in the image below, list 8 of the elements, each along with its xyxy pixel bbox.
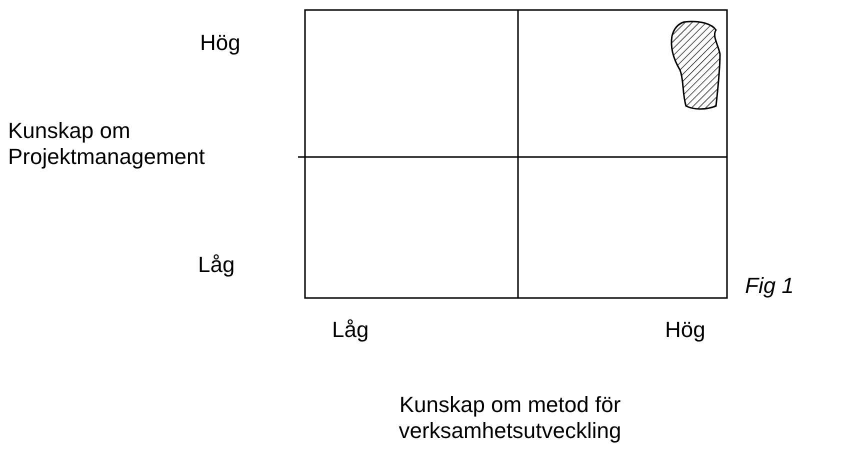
hatched-region xyxy=(670,20,721,110)
axis-value-label: Låg xyxy=(332,317,369,343)
axis-value-label: Låg xyxy=(198,252,235,278)
axis-title: Kunskap om metod för verksamhetsutveckling xyxy=(398,392,622,444)
axis-value-label: Hög xyxy=(200,30,240,56)
figure-caption: Fig 1 xyxy=(745,273,794,299)
axis-value-label: Hög xyxy=(665,317,706,343)
axis-title: Kunskap om Projektmanagement xyxy=(8,118,206,170)
